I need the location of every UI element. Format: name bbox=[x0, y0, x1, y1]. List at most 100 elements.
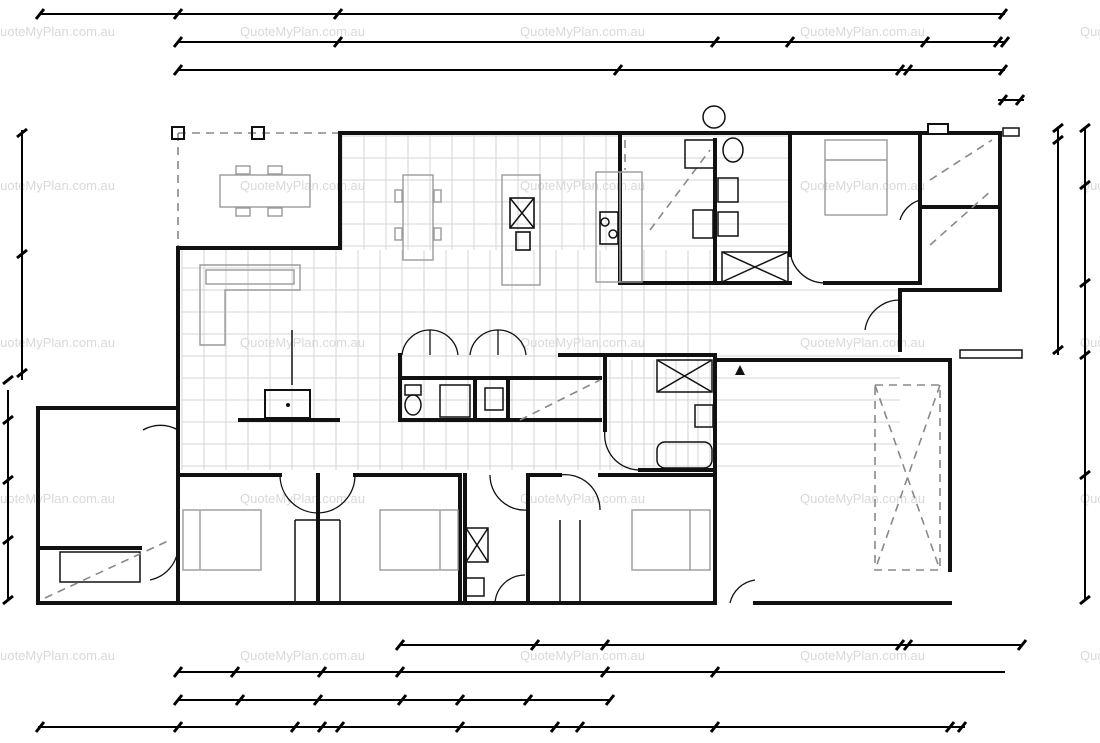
kitchen-island-icon bbox=[501, 174, 541, 286]
dimension-tick bbox=[1079, 469, 1091, 481]
dimension-tick bbox=[997, 8, 1009, 20]
dimension-tick bbox=[16, 127, 28, 139]
dimension-tick bbox=[902, 639, 914, 651]
bedroom-2-bed-icon bbox=[182, 509, 262, 571]
watermark-text: QuoteMyPlan.com.au bbox=[240, 178, 365, 193]
watermark-text: QuoteMyPlan.com.au bbox=[520, 335, 645, 350]
watermark-text: QuoteMyPlan.com.au bbox=[1080, 24, 1100, 39]
dimension-tick bbox=[16, 248, 28, 260]
dimension-tick bbox=[234, 694, 246, 706]
dimension-tick bbox=[34, 8, 46, 20]
dimension-tick bbox=[999, 36, 1011, 48]
dimension-tick bbox=[784, 36, 796, 48]
dimension-ticks-bottom bbox=[34, 639, 1028, 733]
watermark-text: QuoteMyPlan.com.au bbox=[800, 491, 925, 506]
bedroom-3-bed-icon bbox=[379, 509, 459, 571]
dining-table-icon bbox=[394, 174, 442, 261]
dimension-tick bbox=[454, 694, 466, 706]
dimension-tick bbox=[332, 8, 344, 20]
watermark-text: QuoteMyPlan.com.au bbox=[0, 24, 115, 39]
dimension-tick bbox=[2, 534, 14, 546]
dimension-tick bbox=[172, 8, 184, 20]
dimension-tick bbox=[2, 594, 14, 606]
wc-fixtures bbox=[404, 384, 504, 418]
watermark-text: QuoteMyPlan.com.au bbox=[800, 335, 925, 350]
dimension-tick bbox=[1079, 277, 1091, 289]
door-swings bbox=[142, 199, 921, 604]
watermark-text: QuoteMyPlan.com.au bbox=[1080, 648, 1100, 663]
watermark-text: QuoteMyPlan.com.au bbox=[0, 648, 115, 663]
bedroom-4-bed-icon bbox=[631, 509, 711, 571]
dimension-ticks-side bbox=[2, 122, 1091, 606]
dimension-tick bbox=[332, 36, 344, 48]
linen-diagonal bbox=[519, 379, 601, 421]
dimension-tick bbox=[312, 694, 324, 706]
watermark-text: QuoteMyPlan.com.au bbox=[240, 335, 365, 350]
dimension-tick bbox=[709, 721, 721, 733]
dimension-tick bbox=[997, 64, 1009, 76]
dimension-tick bbox=[2, 414, 14, 426]
dimension-tick bbox=[172, 694, 184, 706]
dimension-tick bbox=[1052, 134, 1064, 146]
dimension-tick bbox=[902, 64, 914, 76]
ensuite-fixtures bbox=[684, 105, 789, 283]
dimension-tick bbox=[1079, 179, 1091, 191]
dimension-tick bbox=[709, 666, 721, 678]
watermark-text: QuoteMyPlan.com.au bbox=[240, 24, 365, 39]
top-dimension-lines bbox=[40, 13, 1024, 101]
laundry-fixtures bbox=[465, 527, 489, 597]
watermark-text: QuoteMyPlan.com.au bbox=[0, 178, 115, 193]
dimension-tick bbox=[229, 666, 241, 678]
dimension-tick bbox=[599, 666, 611, 678]
entry-porch bbox=[959, 127, 1023, 359]
dimension-tick bbox=[172, 666, 184, 678]
dimension-tick bbox=[172, 64, 184, 76]
dimension-tick bbox=[919, 36, 931, 48]
watermark-text: QuoteMyPlan.com.au bbox=[520, 24, 645, 39]
exterior-walls bbox=[36, 131, 1002, 605]
bottom-dimension-lines bbox=[38, 644, 1022, 728]
living-lounge-icon bbox=[199, 264, 301, 346]
dimension-tick bbox=[574, 721, 586, 733]
bathroom-fixtures bbox=[656, 359, 745, 469]
watermark-text: QuoteMyPlan.com.au bbox=[240, 491, 365, 506]
dimension-tick bbox=[316, 721, 328, 733]
side-dimension-lines bbox=[7, 128, 1086, 600]
dimension-tick bbox=[709, 36, 721, 48]
master-bed-icon bbox=[824, 123, 993, 246]
watermark-text: QuoteMyPlan.com.au bbox=[520, 178, 645, 193]
dimension-tick bbox=[1052, 122, 1064, 134]
dimension-tick bbox=[2, 374, 14, 386]
pantry-diagonal bbox=[649, 149, 711, 231]
dimension-tick bbox=[316, 666, 328, 678]
watermark-text: QuoteMyPlan.com.au bbox=[520, 491, 645, 506]
watermark-text: QuoteMyPlan.com.au bbox=[1080, 335, 1100, 350]
dimension-tick bbox=[16, 367, 28, 379]
dimension-tick bbox=[454, 721, 466, 733]
dimension-tick bbox=[1016, 639, 1028, 651]
watermark-text: QuoteMyPlan.com.au bbox=[800, 178, 925, 193]
fireplace-icon bbox=[238, 330, 340, 422]
dimension-tick bbox=[894, 639, 906, 651]
dimension-tick bbox=[997, 94, 1009, 106]
watermark-text: QuoteMyPlan.com.au bbox=[800, 648, 925, 663]
dimension-tick bbox=[1079, 122, 1091, 134]
dimension-tick bbox=[1052, 344, 1064, 356]
watermark-text: QuoteMyPlan.com.au bbox=[800, 24, 925, 39]
dimension-tick bbox=[612, 64, 624, 76]
watermark-text: QuoteMyPlan.com.au bbox=[0, 335, 115, 350]
dimension-tick bbox=[956, 721, 968, 733]
dimension-tick bbox=[522, 694, 534, 706]
watermark-text: QuoteMyPlan.com.au bbox=[240, 648, 365, 663]
dimension-tick bbox=[34, 721, 46, 733]
dimension-tick bbox=[289, 721, 301, 733]
dimension-tick bbox=[599, 639, 611, 651]
dimension-tick bbox=[396, 694, 408, 706]
vent-icon bbox=[702, 105, 726, 129]
dimension-tick bbox=[394, 639, 406, 651]
dimension-tick bbox=[172, 721, 184, 733]
dimension-tick bbox=[529, 639, 541, 651]
dimension-tick bbox=[992, 36, 1004, 48]
